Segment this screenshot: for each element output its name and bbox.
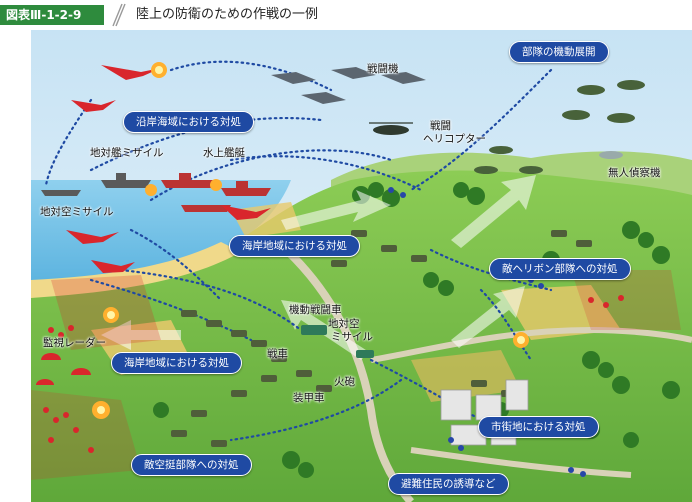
figure-number-badge: 図表Ⅲ-1-2-9 xyxy=(0,5,104,25)
callout-evacuation: 避難住民の誘導など xyxy=(388,473,509,495)
label-apc: 装甲車 xyxy=(293,392,325,404)
label-sam-land-line1: 地対空 xyxy=(328,318,360,330)
enemy-airborne-zone xyxy=(31,390,141,480)
explosions xyxy=(92,62,529,419)
label-mcv: 機動戦闘車 xyxy=(289,304,342,316)
friendly-fighters xyxy=(271,67,426,104)
label-surface-ship: 水上艦艇 xyxy=(203,147,245,159)
label-tank: 戦車 xyxy=(267,348,288,360)
town-buildings xyxy=(440,379,529,446)
callout-airborne: 敵空挺部隊への対処 xyxy=(131,454,252,476)
ships xyxy=(41,173,271,212)
label-radar: 監視レーダー xyxy=(43,337,106,349)
callout-deployment: 部隊の機動展開 xyxy=(509,41,609,63)
label-combat-heli-line1: 戦闘 xyxy=(430,120,451,132)
label-anti-ship-missile: 地対艦ミサイル xyxy=(90,147,164,159)
field-patch xyxy=(411,350,521,402)
figure-title: 陸上の防衛のための作戦の一例 xyxy=(136,7,319,22)
callout-enemy-heli: 敵ヘリボン部隊への対処 xyxy=(489,258,631,280)
callout-urban: 市街地における対処 xyxy=(478,416,599,438)
ground-vehicles xyxy=(171,230,592,447)
label-artillery: 火砲 xyxy=(334,376,355,388)
callout-coastal-sea: 沿岸海域における対処 xyxy=(123,111,254,133)
parachutes xyxy=(36,353,91,385)
helicopters xyxy=(369,80,645,174)
callout-coastal-area-left: 海岸地域における対処 xyxy=(111,352,242,374)
callout-coastal-area-top: 海岸地域における対処 xyxy=(229,235,360,257)
road xyxy=(370,326,692,363)
enemy-troops xyxy=(43,295,624,453)
label-fighter: 戦闘機 xyxy=(367,63,399,75)
label-sam-land-line2: ミサイル xyxy=(331,331,373,343)
label-sam-coast: 地対空ミサイル xyxy=(40,206,114,218)
road xyxy=(410,447,632,478)
beach-area xyxy=(31,242,241,298)
figure-header: 図表Ⅲ-1-2-9 陸上の防衛のための作戦の一例 xyxy=(0,0,692,30)
label-combat-heli-line2: ヘリコプター xyxy=(423,133,486,145)
operation-illustration: 沿岸海域における対処 部隊の機動展開 海岸地域における対処 敵ヘリボン部隊への対… xyxy=(31,30,692,502)
title-separator-icon xyxy=(112,3,126,27)
enemy-heli-zone xyxy=(571,270,681,330)
friendly-troops xyxy=(388,187,586,477)
label-uav: 無人偵察機 xyxy=(608,167,661,179)
enemy-aircraft xyxy=(66,65,271,273)
